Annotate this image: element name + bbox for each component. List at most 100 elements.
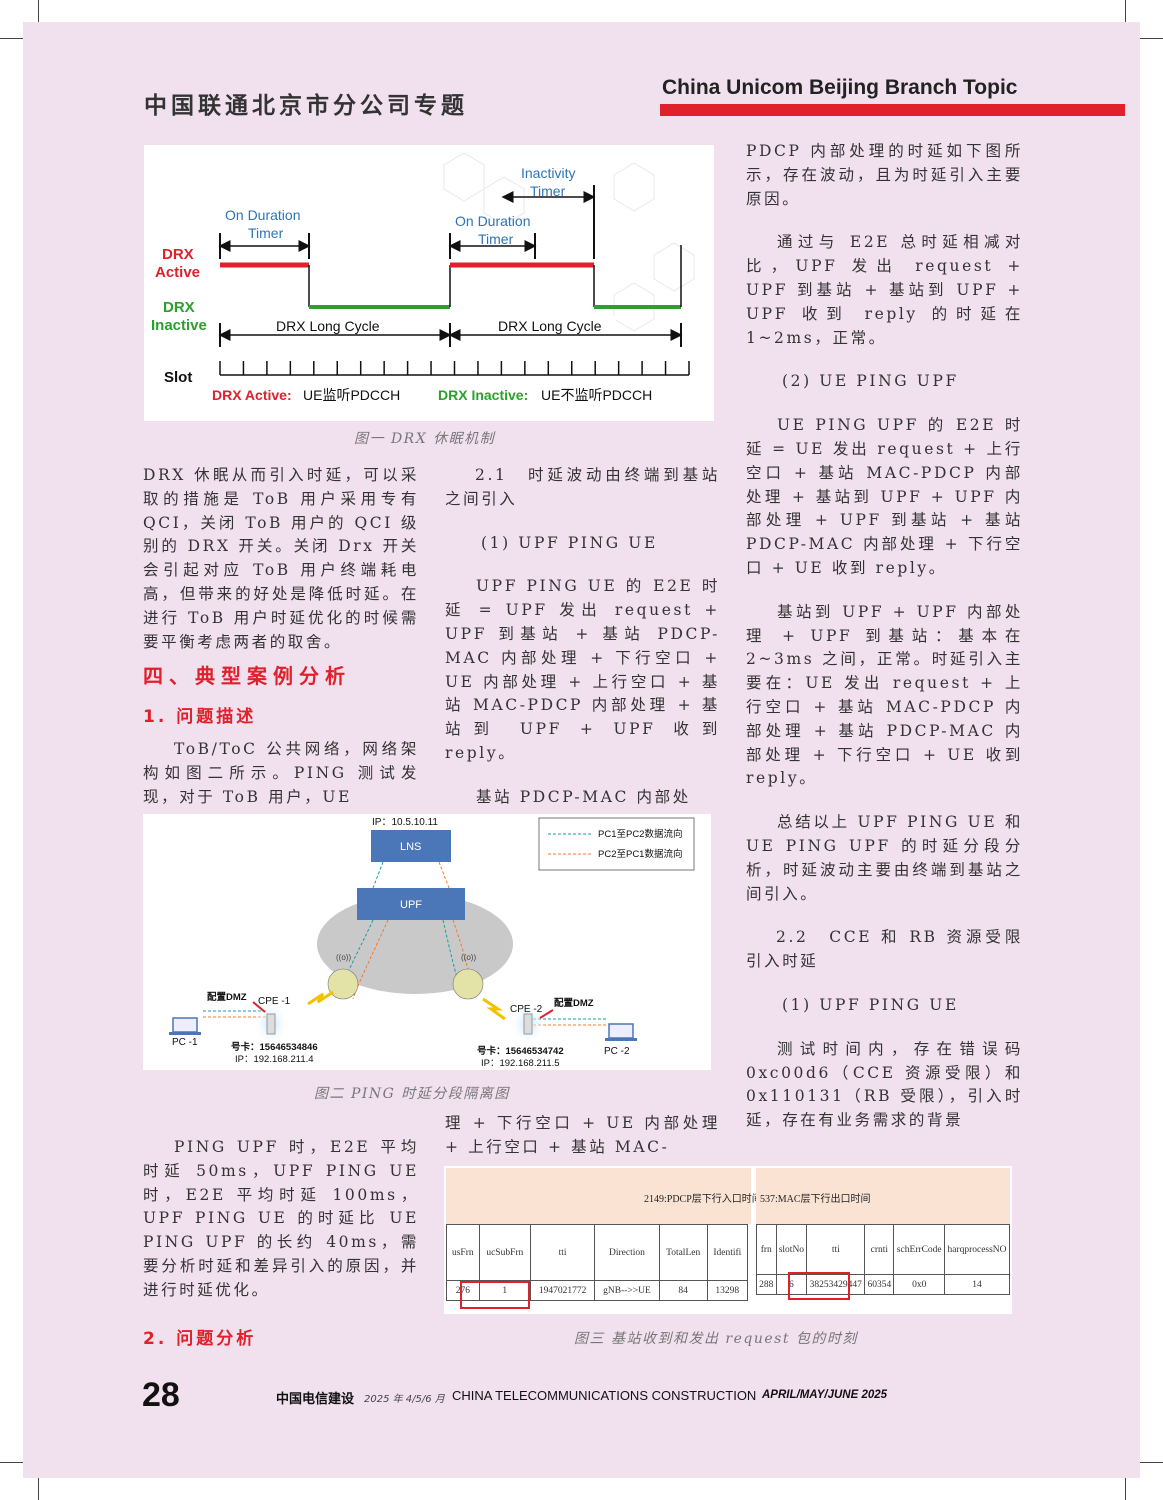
col1-paragraph-1: DRX 休眠从而引入时延，可以采取的措施是 ToB 用户采用专有 QCI，关闭 … <box>143 466 419 651</box>
col2-paragraph-2: (1) UPF PING UE <box>481 533 658 552</box>
on-duration-label-1: On Duration <box>225 207 300 223</box>
right-table-cell: 0x0 <box>893 1274 945 1295</box>
column-2-upper: 2.1 时延波动由终端到基站之间引入 (1) UPF PING UE UPF P… <box>445 464 720 810</box>
figure-2-network: IP：10.5.10.11 LNS UPF ((o)) ((o)) <box>143 814 711 1070</box>
right-table-title: 537:MAC层下行出口时间 <box>760 1194 871 1205</box>
issue-cn: 2025 年 4/5/6 月 <box>364 1394 445 1405</box>
left-table-title: 2149:PDCP层下行入口时间 <box>644 1194 762 1205</box>
pc2-label: PC -2 <box>604 1046 630 1057</box>
right-table-header-cell: tti <box>806 1224 866 1275</box>
drx-long-cycle-label-1: DRX Long Cycle <box>276 318 380 334</box>
legend-pc1-to-pc2: PC1至PC2数据流向 <box>598 828 682 840</box>
figure-1-caption: 图一 DRX 休眠机制 <box>354 431 496 447</box>
left-table-cell: 84 <box>658 1280 708 1301</box>
ip-top: IP：10.5.10.11 <box>372 817 438 828</box>
right-highlight-box <box>788 1272 850 1300</box>
col2-paragraph-1: 2.1 时延波动由终端到基站之间引入 <box>445 466 720 508</box>
right-table-title-band <box>756 1168 1010 1224</box>
header-accent-bar <box>660 104 1125 116</box>
col3-paragraph-5: 基站到 UPF + UPF 内部处理 + UPF 到基站：基本在 2~3ms 之… <box>746 602 1023 788</box>
left-table-header-cell: TotalLen <box>658 1224 708 1281</box>
col2-paragraph-3: UPF PING UE 的 E2E 时延 = UPF 发出 request + … <box>445 577 720 762</box>
right-table-cell: 60354 <box>864 1274 895 1295</box>
on-duration-label-2: Timer <box>248 225 284 241</box>
col2-paragraph-5: 理 + 下行空口 + UE 内部处理 + 上行空口 + 基站 MAC- <box>445 1114 720 1156</box>
legend-active-value: UE监听PDCCH <box>303 387 400 403</box>
drx-active-label-1: DRX <box>162 246 194 263</box>
subheading-problem-description: 1. 问题描述 <box>143 707 257 727</box>
left-table-cell: gNB-->>UE <box>594 1280 660 1301</box>
header-title-en: China Unicom Beijing Branch Topic <box>662 76 1018 99</box>
left-table-cell: 1947021772 <box>529 1280 596 1301</box>
left-table-header-cell: usFrn <box>446 1224 480 1281</box>
column-3: PDCP 内部处理的时延如下图所示，存在波动，且为时延引入主要原因。 通过与 E… <box>746 140 1023 1158</box>
slot-label: Slot <box>164 369 192 386</box>
svg-text:((o)): ((o)) <box>461 953 476 962</box>
column-1-upper: DRX 休眠从而引入时延，可以采取的措施是 ToB 用户采用专有 QCI，关闭 … <box>143 464 419 654</box>
on-duration-label-3: On Duration <box>455 213 530 229</box>
left-table-header-cell: Identifi <box>706 1224 749 1281</box>
legend-inactive-key: DRX Inactive: <box>438 387 528 403</box>
col3-paragraph-4: UE PING UPF 的 E2E 时延 = UE 发出 request + 上… <box>746 416 1023 577</box>
figure-3-caption: 图三 基站收到和发出 request 包的时刻 <box>574 1331 858 1347</box>
col2-paragraph-4: 基站 PDCP-MAC 内部处 <box>476 787 691 806</box>
ip-pc1: IP：192.168.211.4 <box>235 1054 314 1065</box>
left-table-header-cell: tti <box>529 1224 596 1281</box>
lns-label: LNS <box>400 841 421 853</box>
legend-inactive-value: UE不监听PDCCH <box>541 387 652 403</box>
cpe2-label: CPE -2 <box>510 1004 543 1015</box>
ip-pc2: IP：192.168.211.5 <box>481 1058 560 1069</box>
right-table-header-cell: schErrCode <box>893 1224 945 1275</box>
journal-en: CHINA TELECOMMUNICATIONS CONSTRUCTION <box>452 1388 757 1403</box>
dmz-label-1: 配置DMZ <box>207 991 247 1003</box>
right-table-header-cell: harqprocessNO <box>943 1224 1011 1275</box>
col3-paragraph-6: 总结以上 UPF PING UE 和 UE PING UPF 的时延分段分析，时… <box>746 813 1023 903</box>
right-table-cell: 288 <box>756 1274 777 1295</box>
right-table-header-cell: crnti <box>864 1224 895 1275</box>
issue-en: APRIL/MAY/JUNE 2025 <box>762 1389 888 1401</box>
col3-paragraph-9: 测试时间内，存在错误码 0xc00d6（CCE 资源受限）和 0x110131（… <box>746 1039 1023 1130</box>
left-table-title-band <box>446 1168 751 1224</box>
col3-paragraph-1: PDCP 内部处理的时延如下图所示，存在波动，且为时延引入主要原因。 <box>746 142 1023 208</box>
drx-inactive-label-2: Inactive <box>151 317 207 334</box>
left-table-header-cell: ucSubFrn <box>478 1224 531 1281</box>
sim-card-1: 号卡：15646534846 <box>231 1041 318 1053</box>
upf-box <box>357 888 465 920</box>
col1-paragraph-3: PING UPF 时，E2E 平均时延 50ms，UPF PING UE 时，E… <box>143 1138 419 1299</box>
left-highlight-box <box>460 1281 530 1309</box>
col3-paragraph-8: (1) UPF PING UE <box>782 995 959 1014</box>
pc1-label: PC -1 <box>172 1037 198 1048</box>
figure-1-drx: DRX Active DRX Inactive On Duration Time… <box>144 145 714 421</box>
column-1-mid: ToB/ToC 公共网络，网络架构如图二所示。PING 测试发现，对于 ToB … <box>143 738 419 809</box>
drx-long-cycle-label-2: DRX Long Cycle <box>498 318 602 334</box>
svg-text:((o)): ((o)) <box>336 953 351 962</box>
cpe1-label: CPE -1 <box>258 996 291 1007</box>
sim-card-2: 号卡：15646534742 <box>477 1045 564 1057</box>
drx-active-label-2: Active <box>155 264 200 281</box>
header-title-cn: 中国联通北京市分公司专题 <box>144 93 468 119</box>
left-table-header-cell: Direction <box>594 1224 660 1281</box>
col3-paragraph-7: 2.2 CCE 和 RB 资源受限引入时延 <box>746 928 1023 971</box>
subheading-problem-analysis: 2. 问题分析 <box>143 1329 257 1349</box>
page-number: 28 <box>142 1376 180 1414</box>
legend-pc2-to-pc1: PC2至PC1数据流向 <box>598 848 682 860</box>
col3-paragraph-2: 通过与 E2E 总时延相减对比，UPF 发出 request + UPF 到基站… <box>746 233 1023 347</box>
figure-2-caption: 图二 PING 时延分段隔离图 <box>314 1086 510 1102</box>
slot-ticks <box>219 361 690 375</box>
drx-inactive-label-1: DRX <box>163 299 195 316</box>
column-1-lower: PING UPF 时，E2E 平均时延 50ms，UPF PING UE 时，E… <box>143 1136 419 1303</box>
upf-label: UPF <box>400 899 422 911</box>
right-table-header-cell: frn <box>756 1224 777 1275</box>
inactivity-timer-label-1: Inactivity <box>521 165 575 181</box>
legend-active-key: DRX Active: <box>212 387 292 403</box>
right-table-cell: 14 <box>943 1274 1011 1295</box>
section-heading: 四、典型案例分析 <box>143 664 351 688</box>
col1-paragraph-2: ToB/ToC 公共网络，网络架构如图二所示。PING 测试发现，对于 ToB … <box>143 740 419 806</box>
dmz-label-2: 配置DMZ <box>554 997 594 1009</box>
right-table-header-cell: slotNo <box>775 1224 808 1275</box>
col3-paragraph-3: (2) UE PING UPF <box>782 372 959 391</box>
on-duration-label-4: Timer <box>478 231 514 247</box>
